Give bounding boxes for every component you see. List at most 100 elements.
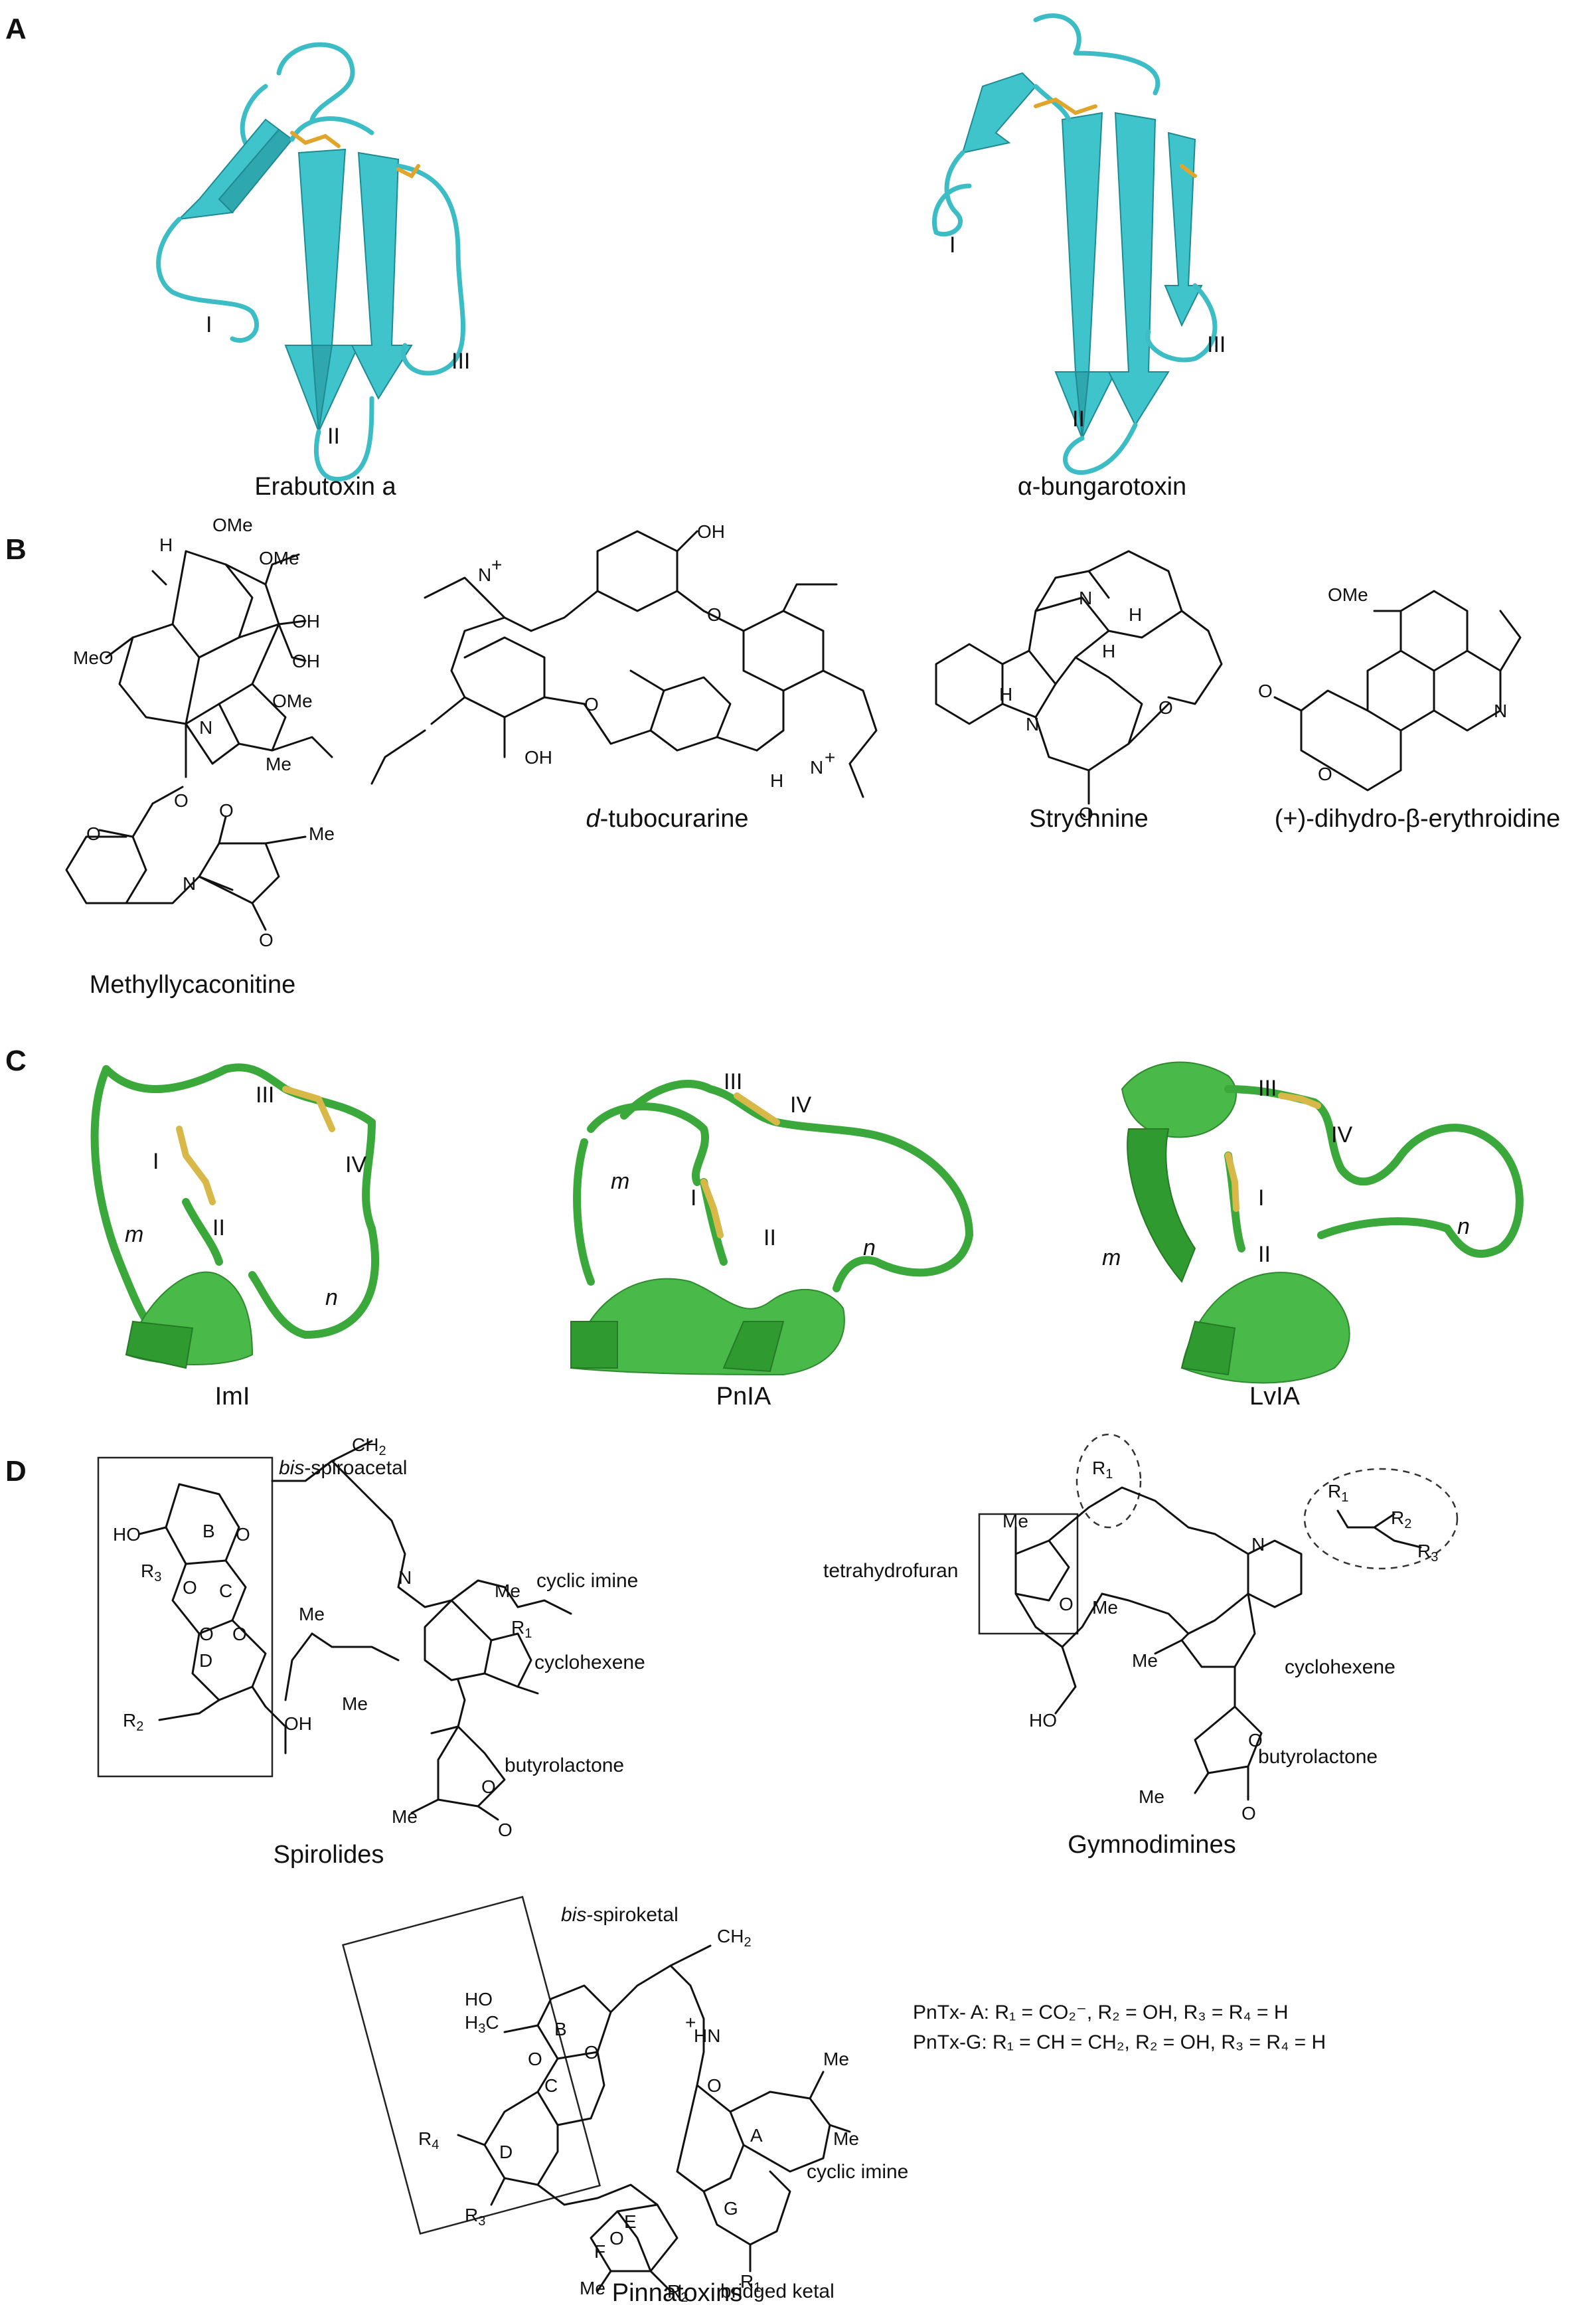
caption-strychnine: Strychnine — [1029, 805, 1149, 833]
pinnatoxins-r3-sub: 3 — [478, 2214, 485, 2229]
spirolides-r2-letter: R — [123, 1710, 136, 1731]
bungarotoxin-loop-iii: III — [1207, 332, 1226, 357]
lvia-peptide — [1121, 1061, 1524, 1384]
gymnodimines-atom-me-2: Me — [1092, 1597, 1118, 1618]
gymnodimines-r1-circle — [1076, 1433, 1142, 1529]
bungarotoxin-ribbon — [931, 13, 1218, 475]
imi-label-iii: III — [256, 1082, 274, 1108]
gymnodimines-side-chain-circle — [1303, 1468, 1459, 1570]
pinnatoxins-ring-g: G — [724, 2198, 738, 2219]
strych-atom-h-3: H — [999, 684, 1012, 705]
mla-atom-oh-1: OH — [292, 611, 320, 632]
spirolides-atom-n: N — [398, 1567, 412, 1588]
gymnodimines-thf-box — [978, 1513, 1079, 1635]
spirolides-note-italic: bis — [279, 1457, 304, 1479]
gymnodimines-r1b-sub: 1 — [1341, 1490, 1348, 1505]
spirolides-r3-sub: 3 — [154, 1570, 161, 1584]
lvia-label-n: n — [1457, 1214, 1470, 1239]
erabutoxin-ribbon — [156, 42, 465, 481]
tubo-atom-plus-1: + — [491, 555, 502, 575]
spirolides-atom-oh: OH — [284, 1713, 312, 1734]
spirolides-atom-o-1: O — [236, 1524, 250, 1545]
pinnatoxins-ring-f: F — [594, 2241, 605, 2262]
gymnodimines-r1b: R1 — [1328, 1481, 1348, 1505]
mla-atom-o-imide-1: O — [219, 800, 234, 821]
pinnatoxins-atom-o-1: O — [584, 2042, 599, 2063]
imi-label-m: m — [125, 1222, 143, 1247]
erabutoxin-loop-i: I — [206, 312, 212, 337]
mla-atom-me-2: Me — [309, 823, 335, 844]
spirolides-r1-letter: R — [511, 1617, 524, 1638]
eryth-atom-o-ring: O — [1318, 764, 1332, 784]
pinnatoxins-ring-c: C — [544, 2075, 558, 2096]
pinnatoxins-r3: R3 — [465, 2205, 485, 2229]
pinnatoxins-ring-e: E — [624, 2211, 637, 2232]
mla-atom-ome-2: OMe — [259, 548, 299, 568]
pinnatoxins-ch2-sub: 2 — [744, 1935, 751, 1950]
tubo-atom-n-2: N — [810, 757, 823, 778]
caption-bungarotoxin: α-bungarotoxin — [1018, 473, 1186, 501]
gymnodimines-r1-letter: R — [1092, 1458, 1105, 1478]
eryth-atom-ome: OMe — [1328, 584, 1368, 605]
gymnodimines-r3-sub: 3 — [1431, 1550, 1438, 1565]
caption-gymnodimines: Gymnodimines — [1068, 1831, 1236, 1859]
spirolides-ch2-letter: CH — [352, 1434, 378, 1455]
gymnodimines-atom-ho: HO — [1029, 1710, 1057, 1731]
mla-atom-h: H — [159, 535, 173, 555]
gymnodimines-structure — [1014, 1486, 1422, 1801]
pinnatoxins-atom-h3c-h: H — [465, 2012, 478, 2033]
imi-label-ii: II — [212, 1215, 225, 1240]
spirolides-spiroacetal-box — [97, 1456, 274, 1778]
gymnodimines-atom-me-3: Me — [1132, 1650, 1158, 1671]
spirolides-ch2: CH2 — [352, 1434, 386, 1458]
gymnodimines-note-cyclohexene: cyclohexene — [1285, 1656, 1396, 1678]
erythroidine-structure — [1273, 590, 1522, 792]
strych-atom-n-2: N — [1026, 714, 1039, 734]
pinnatoxins-atom-ho: HO — [465, 1989, 493, 2009]
strych-atom-h-2: H — [1129, 604, 1142, 625]
pnia-label-n: n — [863, 1235, 876, 1260]
spirolides-ring-c: C — [219, 1580, 232, 1601]
lvia-label-m: m — [1102, 1245, 1121, 1270]
spirolides-r1-sub: 1 — [524, 1626, 532, 1641]
caption-erabutoxin: Erabutoxin a — [254, 473, 396, 501]
pinnatoxins-atom-o-4: O — [707, 2075, 722, 2096]
bungarotoxin-loop-i: I — [949, 232, 955, 258]
pinnatoxins-atom-hn: HN — [694, 2025, 720, 2046]
gymnodimines-atom-n: N — [1251, 1534, 1265, 1555]
pinnatoxins-atom-plus: + — [685, 2012, 696, 2033]
pinnatoxins-atom-h3c: H3C — [465, 2012, 499, 2036]
pinnatoxins-structure — [457, 1944, 851, 2292]
eryth-atom-n: N — [1494, 701, 1507, 721]
pinnatoxins-r4-letter: R — [418, 2128, 432, 2149]
spirolides-ring-d: D — [199, 1650, 212, 1671]
mla-atom-o-imide-2: O — [259, 930, 274, 950]
pinnatoxins-ring-a: A — [750, 2125, 763, 2146]
mla-atom-n-imide: N — [183, 873, 196, 894]
gymnodimines-r2-letter: R — [1391, 1507, 1404, 1528]
tubo-atom-plus-2: + — [825, 747, 835, 768]
caption-pnia: PnIA — [716, 1383, 771, 1410]
gymnodimines-atom-o-thf: O — [1059, 1594, 1074, 1614]
pinnatoxins-ring-b: B — [554, 2019, 567, 2039]
pinnatoxins-r3-letter: R — [465, 2205, 478, 2225]
spirolides-atom-ho: HO — [113, 1524, 141, 1545]
spirolides-atom-me-2: Me — [299, 1604, 325, 1624]
pinnatoxins-r2-letter: R — [667, 2281, 680, 2302]
pinnatoxins-spiroketal-box — [342, 1895, 601, 2235]
pinnatoxins-atom-h3c-c: C — [485, 2012, 499, 2033]
pinnatoxins-ch2-letter: CH — [717, 1926, 744, 1946]
spirolides-note-rest: -spiroacetal — [304, 1457, 407, 1479]
tubocurarine-caption-rest: -tubocurarine — [600, 805, 749, 833]
tubo-atom-o-2: O — [584, 694, 599, 715]
lvia-label-iii: III — [1258, 1076, 1277, 1101]
pnia-label-i: I — [690, 1185, 696, 1211]
strychnine-structure — [935, 550, 1223, 805]
strych-atom-o-carbonyl: O — [1079, 804, 1093, 824]
gymnodimines-atom-me-1: Me — [1002, 1511, 1028, 1531]
spirolides-atom-me-3: Me — [342, 1693, 368, 1714]
erabutoxin-loop-iii: III — [451, 349, 470, 374]
imi-label-i: I — [153, 1149, 159, 1174]
pinnatoxins-atom-o-2: O — [528, 2049, 542, 2069]
pinnatoxins-r4: R4 — [418, 2128, 439, 2152]
